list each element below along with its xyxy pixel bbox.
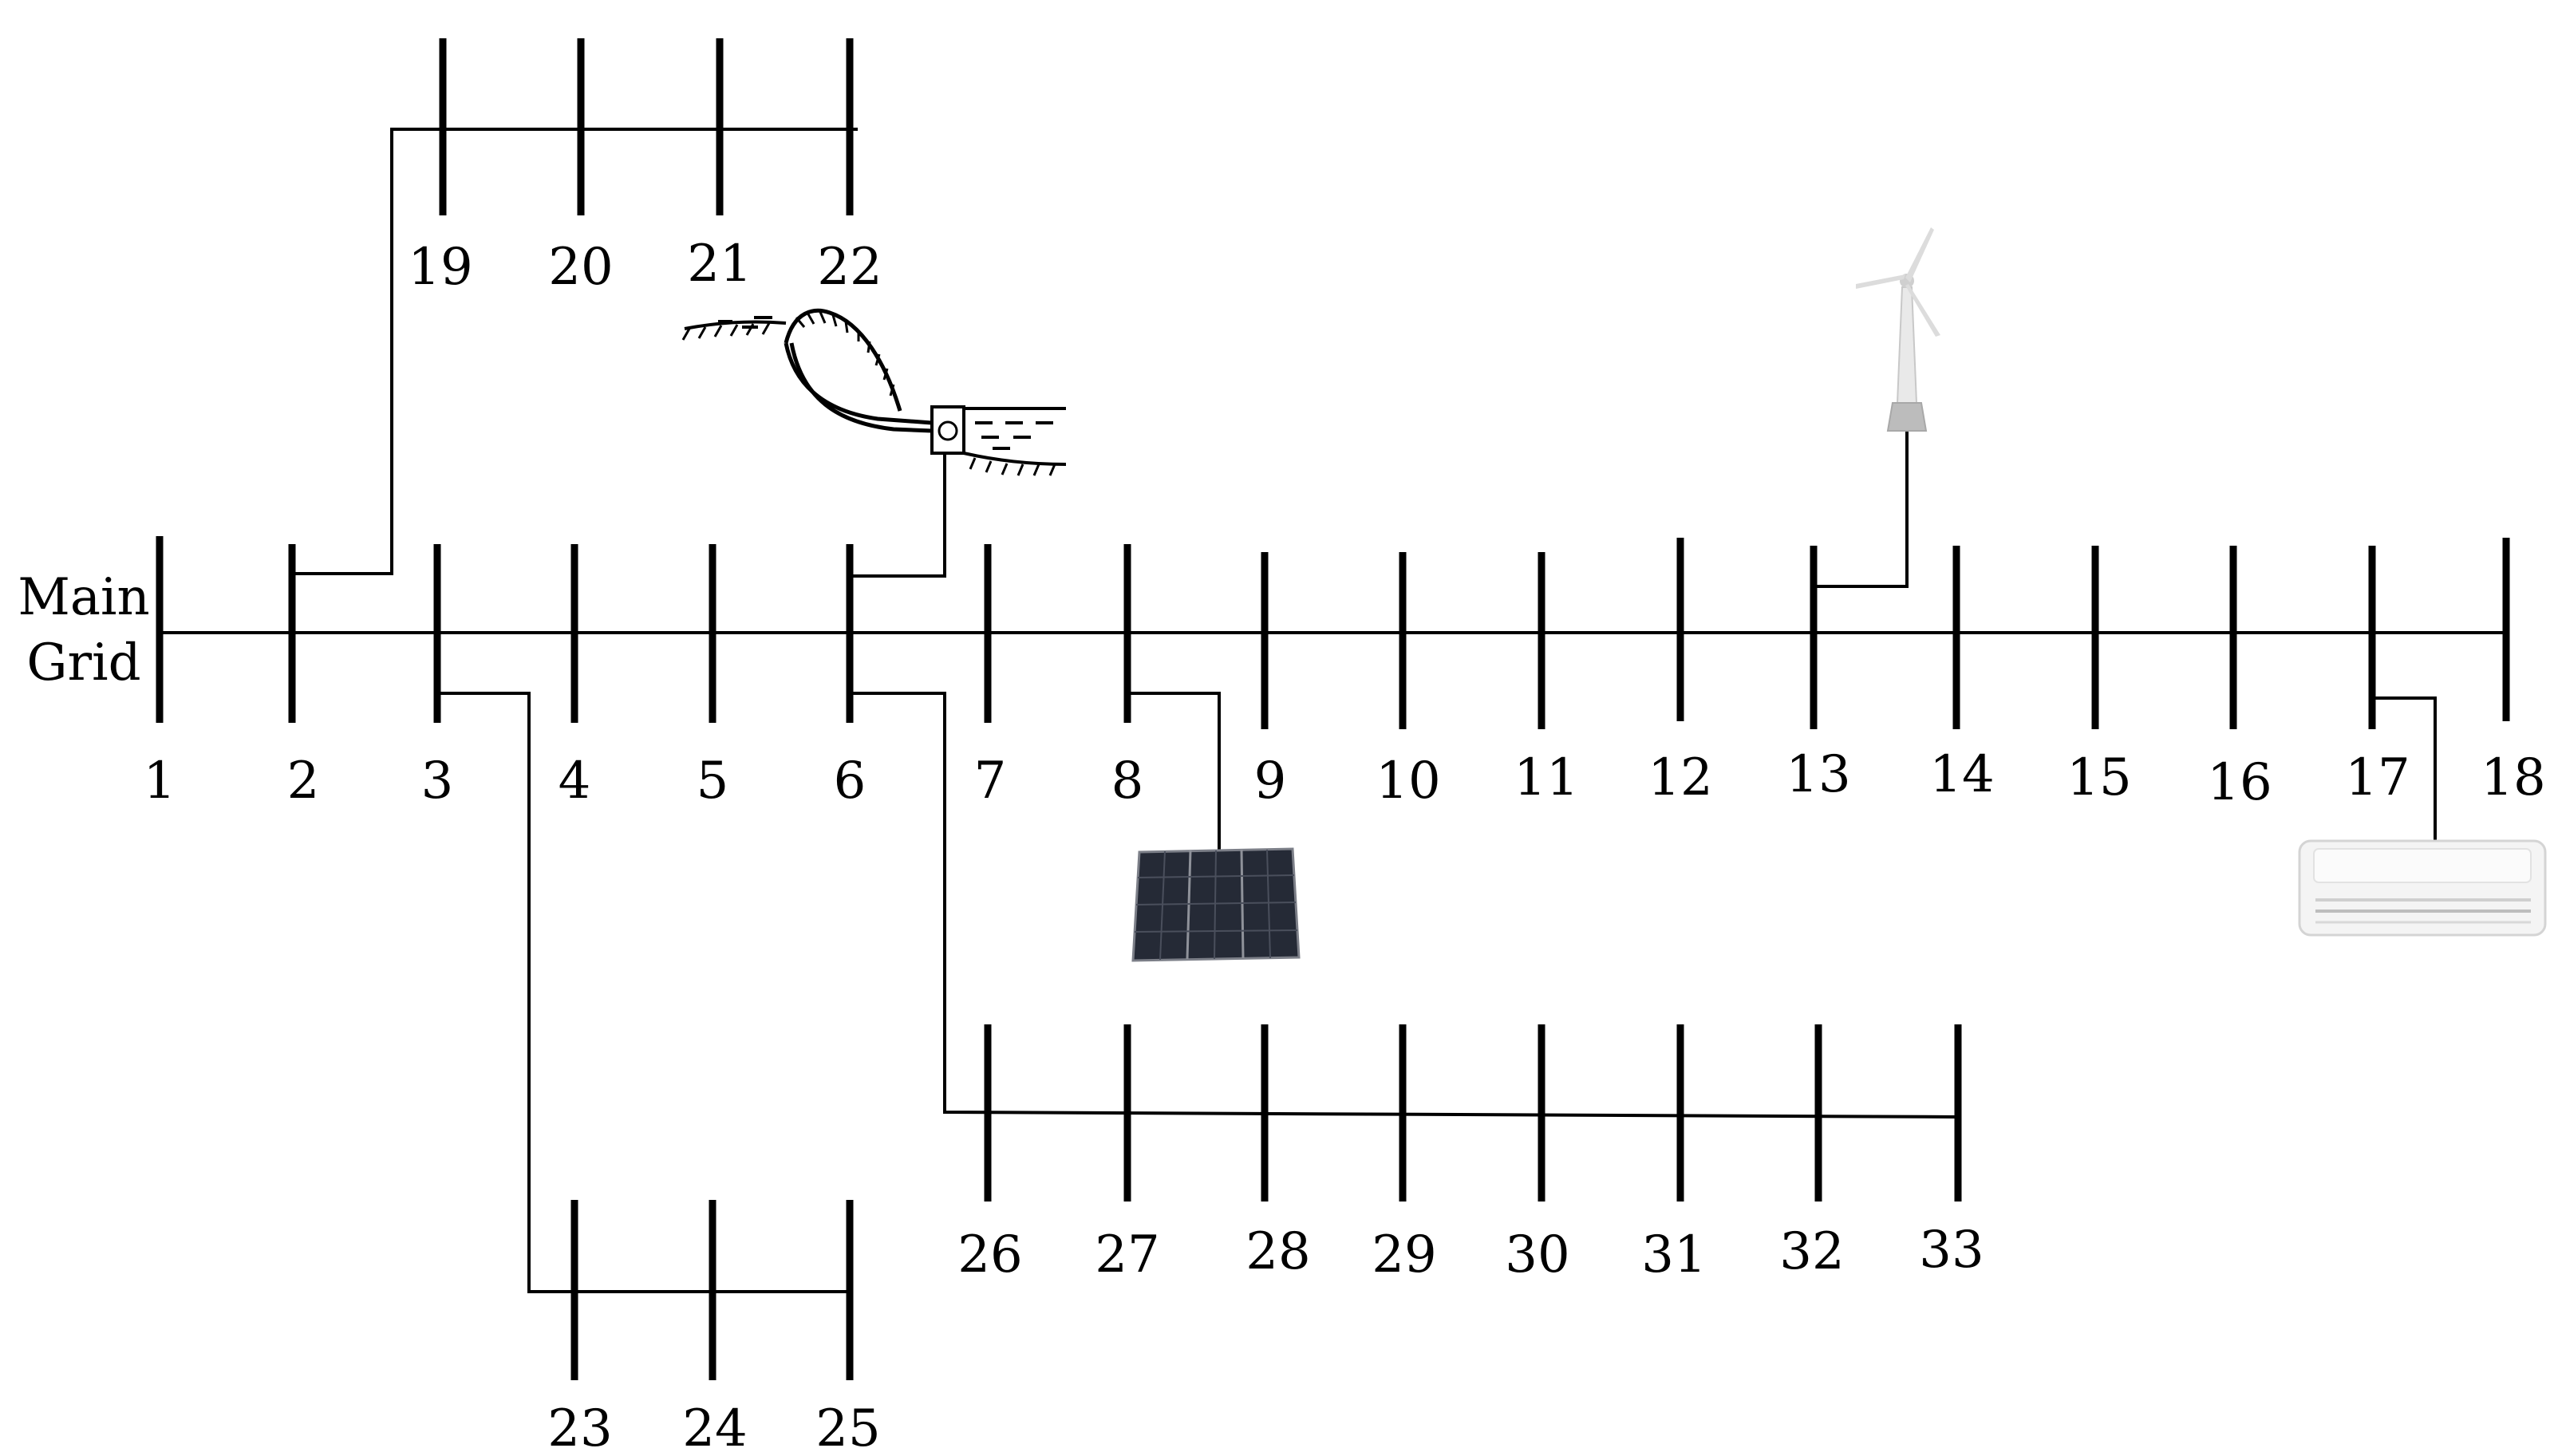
bus-label-11: 11 [1514,748,1578,807]
bus-label-28: 28 [1245,1222,1310,1281]
bus-label-3: 3 [421,752,454,811]
branch-3-23 [437,692,850,1293]
bus-label-21: 21 [687,235,752,294]
bus-label-31: 31 [1641,1225,1706,1284]
bus-label-14: 14 [1929,745,1994,804]
bus-label-12: 12 [1648,748,1712,807]
hydro-plant-icon [681,308,1067,578]
wind-turbine-icon [1814,227,1940,588]
bus-label-20: 20 [548,238,613,297]
main-grid-label-line1: Main [18,568,149,627]
bus-label-8: 8 [1111,752,1144,811]
bus-label-27: 27 [1095,1225,1159,1284]
bus-label-7: 7 [974,752,1007,811]
solar-connection-line [1127,692,1221,852]
branch-6-26 [850,692,1959,1119]
bus-label-29: 29 [1372,1225,1436,1284]
bus-label-15: 15 [2067,748,2131,807]
bus-label-6: 6 [834,752,866,811]
bus-label-22: 22 [817,238,882,297]
bus-label-5: 5 [697,752,729,811]
bus-label-30: 30 [1505,1225,1569,1284]
solar-panel-icon [1127,692,1301,962]
bus-label-18: 18 [2481,748,2545,807]
wind-connection-line [1814,423,1909,588]
bus-label-26: 26 [957,1225,1022,1284]
bus-label-23: 23 [547,1399,612,1456]
bus-label-2: 2 [287,752,320,811]
bus-label-10: 10 [1376,752,1440,811]
bus-label-9: 9 [1254,752,1287,811]
bus-label-33: 33 [1919,1221,1984,1280]
bus-label-32: 32 [1779,1222,1844,1281]
hydro-connection-line [850,453,946,578]
load-connection-line [2372,696,2437,841]
bus-labels: 1 2 3 4 5 6 7 8 9 10 11 12 13 14 15 16 1… [144,235,2546,1456]
bus-label-19: 19 [408,238,472,297]
branch-2-19 [292,128,858,575]
bus-label-17: 17 [2345,748,2410,807]
bus-label-4: 4 [559,752,591,811]
bus-label-16: 16 [2207,753,2272,812]
air-conditioner-icon [2298,696,2547,937]
feeder-lines [160,128,2506,1293]
main-grid-label-line2: Grid [26,633,140,692]
bus-bars [156,38,2510,1380]
bus-label-13: 13 [1786,745,1850,804]
bus-label-25: 25 [815,1399,880,1456]
bus-label-1: 1 [144,752,176,811]
bus-label-24: 24 [682,1399,747,1456]
